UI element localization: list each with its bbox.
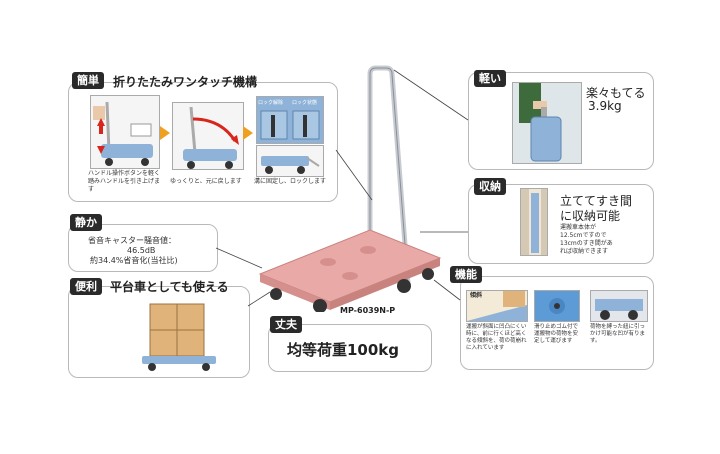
step3-caption: 溝に固定し、ロックします bbox=[254, 178, 327, 185]
carrying-illustration bbox=[519, 83, 562, 162]
kinou-photo-2 bbox=[534, 290, 580, 322]
karui-line1: 楽々もてる bbox=[586, 86, 646, 100]
shizuka-line1: 省音キャスター騒音値： bbox=[88, 236, 176, 245]
kinou-photo-1 bbox=[466, 290, 528, 322]
lock-label-1: ロック解除 bbox=[258, 100, 284, 106]
karui-photo bbox=[512, 82, 582, 164]
shuunou-line1: 立ててすき間 bbox=[560, 194, 633, 208]
shizuka-panel bbox=[68, 224, 218, 272]
kantan-heading: 折りたたみワンタッチ機構 bbox=[113, 75, 258, 89]
shuunou-photo bbox=[520, 188, 548, 256]
boxes-on-cart-illustration bbox=[142, 303, 216, 371]
shuunou-line2: に収納可能 bbox=[560, 209, 621, 223]
hand-truck-illustration bbox=[258, 65, 442, 312]
benri-tag: 便利 bbox=[70, 278, 102, 295]
shizuka-line3: 約34.4%省音化(当社比) bbox=[90, 256, 178, 265]
shuunou-tag: 収納 bbox=[474, 178, 506, 195]
kinou-desc2: 滑り止めゴム付で運搬物の荷物を安定して運びます bbox=[534, 324, 579, 344]
tilt-illustration bbox=[467, 291, 527, 321]
kinou-desc3: 荷物を縛った紐に引っかけ可能な凹が有ります。 bbox=[590, 324, 646, 344]
lock-detail-illustration bbox=[260, 110, 320, 140]
benri-heading: 平台車としても使える bbox=[110, 280, 229, 294]
arrow-right-icon bbox=[160, 126, 170, 140]
shuunou-panel bbox=[468, 184, 654, 264]
kinou-photo-3 bbox=[590, 290, 648, 322]
shizuka-tag: 静か bbox=[70, 214, 102, 231]
step2-photo bbox=[172, 102, 244, 170]
karui-line2: 3.9kg bbox=[588, 99, 622, 113]
joubu-heading: 均等荷重100kg bbox=[287, 341, 400, 359]
shizuka-line2: 46.5dB bbox=[127, 246, 156, 255]
step3-illustration bbox=[261, 156, 320, 174]
karui-tag: 軽い bbox=[474, 70, 506, 87]
kinou-tag: 機能 bbox=[450, 266, 482, 283]
joubu-tag: 丈夫 bbox=[270, 316, 302, 333]
rope-hook-illustration bbox=[595, 299, 643, 320]
lock-label-2: ロック状態 bbox=[292, 100, 318, 106]
shuunou-note: 運搬車本体が12.5cmですので13cmのすき間があれば収納できます bbox=[560, 224, 613, 255]
step1-caption: ハンドル操作ボタンを軽く踏みハンドルを引き上げます bbox=[88, 170, 161, 193]
kantan-tag: 簡単 bbox=[72, 72, 104, 89]
step3-photo bbox=[256, 145, 324, 177]
step1-photo bbox=[90, 95, 160, 169]
model-number: MP-6039N-P bbox=[340, 306, 396, 315]
rubber-grip-illustration bbox=[549, 298, 565, 314]
step3-detail-photo bbox=[256, 96, 324, 144]
step2-illustration bbox=[183, 106, 239, 169]
gap-storage-illustration bbox=[521, 189, 547, 255]
arrow-right-icon-2 bbox=[243, 126, 253, 140]
step1-illustration bbox=[93, 101, 153, 166]
kinou-tilt-label: 傾斜 bbox=[470, 292, 483, 299]
kinou-desc1: 運搬が斜面に凹凸にくい時に、前に行くほど高くなる傾斜を、荷の荷崩れに入れています bbox=[466, 324, 527, 351]
step2-caption: ゆっくりと、元に戻します bbox=[170, 178, 242, 185]
